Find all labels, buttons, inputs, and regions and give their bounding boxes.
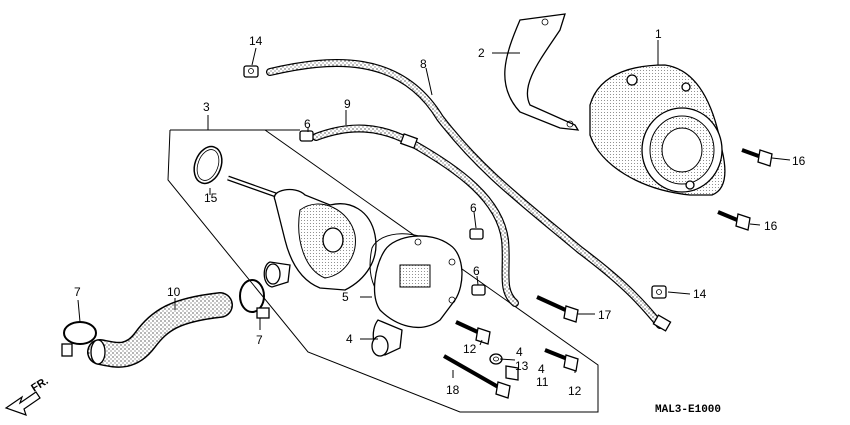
- label-16-a: 16: [792, 154, 806, 168]
- label-8: 8: [420, 57, 427, 71]
- hose-8: [266, 59, 672, 332]
- label-15: 15: [204, 191, 218, 205]
- label-6-b: 6: [470, 201, 477, 215]
- label-17: 17: [598, 308, 612, 322]
- label-10: 10: [167, 285, 181, 299]
- hose-10: [87, 292, 233, 368]
- front-direction-label: FR.: [29, 375, 50, 395]
- label-4-a: 4: [346, 332, 353, 346]
- washer-13: [489, 353, 503, 365]
- label-12-a: 12: [463, 342, 477, 356]
- bolt-12-a: [455, 320, 491, 345]
- label-18: 18: [446, 383, 460, 397]
- bolt-16-b: [717, 210, 751, 231]
- label-11: 11: [536, 375, 549, 389]
- hose-9: [312, 124, 519, 307]
- label-5: 5: [342, 290, 349, 304]
- clamp-6-a: [299, 130, 314, 142]
- clamp-6-c: [471, 284, 486, 296]
- front-direction-arrow: [4, 391, 41, 416]
- label-9: 9: [344, 97, 351, 111]
- clamp-14-right: [651, 285, 667, 299]
- bolt-16-a: [741, 148, 773, 167]
- pump-cover-4: [371, 235, 463, 357]
- label-6-a: 6: [304, 117, 311, 131]
- diagram-code: MAL3-E1000: [655, 404, 721, 416]
- assembly-outline: [167, 129, 599, 413]
- label-14-b: 14: [693, 287, 707, 301]
- bolt-17: [536, 295, 579, 323]
- water-pump-body: [227, 175, 377, 291]
- label-2: 2: [478, 46, 485, 60]
- label-6-c: 6: [473, 264, 480, 278]
- bracket-2: [504, 13, 580, 131]
- label-16-b: 16: [764, 219, 778, 233]
- label-12-b: 12: [568, 384, 582, 398]
- label-7-a: 7: [74, 285, 81, 299]
- cover-1: [589, 64, 726, 196]
- leader-lines: [77, 40, 791, 378]
- bolt-11: [505, 365, 519, 381]
- label-7-b: 7: [256, 333, 263, 347]
- bolt-12-b: [544, 348, 579, 372]
- label-1: 1: [655, 27, 662, 41]
- label-3: 3: [203, 100, 210, 114]
- clamp-6-b: [469, 228, 484, 240]
- label-14-a: 14: [249, 34, 263, 48]
- label-4-b: 4: [516, 345, 523, 359]
- label-13: 13: [515, 359, 529, 373]
- o-ring-15: [193, 145, 223, 185]
- bolt-18: [443, 354, 511, 399]
- clamp-14-top: [243, 65, 259, 78]
- hose-clamp-7-b: [239, 279, 270, 319]
- label-4-c: 4: [538, 362, 545, 376]
